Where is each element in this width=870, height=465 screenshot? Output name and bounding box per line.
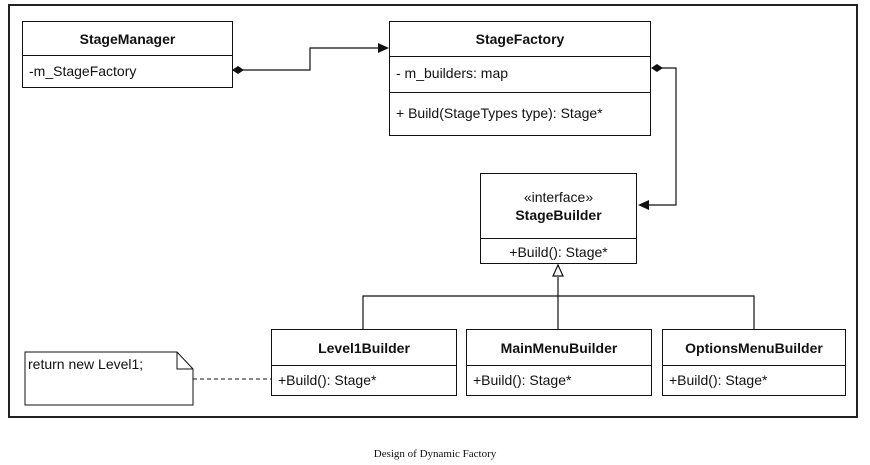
- class-method: +Build(): Stage*: [669, 372, 768, 388]
- connector-factory-builder: [640, 67, 677, 206]
- class-name: StageFactory: [475, 31, 565, 47]
- note-text: return new Level1;: [28, 356, 144, 372]
- figure-caption: Design of Dynamic Factory: [373, 448, 497, 460]
- class-name: OptionsMenuBuilder: [685, 340, 823, 356]
- class-level1-builder: Level1Builder +Build(): Stage*: [271, 329, 457, 396]
- class-stage-factory: StageFactory - m_builders: map + Build(S…: [389, 21, 651, 136]
- interface-stereotype: «interface»: [523, 189, 594, 205]
- diagram-frame: [8, 4, 858, 418]
- class-main-menu-builder: MainMenuBuilder +Build(): Stage*: [466, 329, 652, 396]
- class-name: Level1Builder: [318, 340, 410, 356]
- realization-triangle: [552, 263, 564, 277]
- note-shape: [24, 351, 194, 406]
- connector-manager-factory: [237, 47, 387, 71]
- arrowhead-builder: [638, 200, 649, 210]
- class-name: StageManager: [79, 31, 176, 47]
- note-fold: [176, 352, 193, 370]
- interface-method: +Build(): Stage*: [509, 244, 608, 260]
- interface-stage-builder: «interface» StageBuilder +Build(): Stage…: [480, 173, 637, 264]
- class-stage-manager: StageManager -m_StageFactory: [22, 21, 233, 88]
- interface-name: StageBuilder: [515, 207, 602, 223]
- class-options-menu-builder: OptionsMenuBuilder +Build(): Stage*: [662, 329, 846, 396]
- class-method: +Build(): Stage*: [473, 372, 572, 388]
- class-method: +Build(): Stage*: [278, 372, 377, 388]
- composition-diamond-factory: [651, 64, 663, 72]
- class-attribute: -m_StageFactory: [29, 63, 137, 79]
- composition-diamond-manager: [232, 66, 244, 74]
- class-attribute: - m_builders: map: [396, 65, 509, 81]
- class-method: + Build(StageTypes type): Stage*: [396, 105, 603, 121]
- arrowhead-factory: [378, 43, 389, 53]
- class-name: MainMenuBuilder: [500, 340, 618, 356]
